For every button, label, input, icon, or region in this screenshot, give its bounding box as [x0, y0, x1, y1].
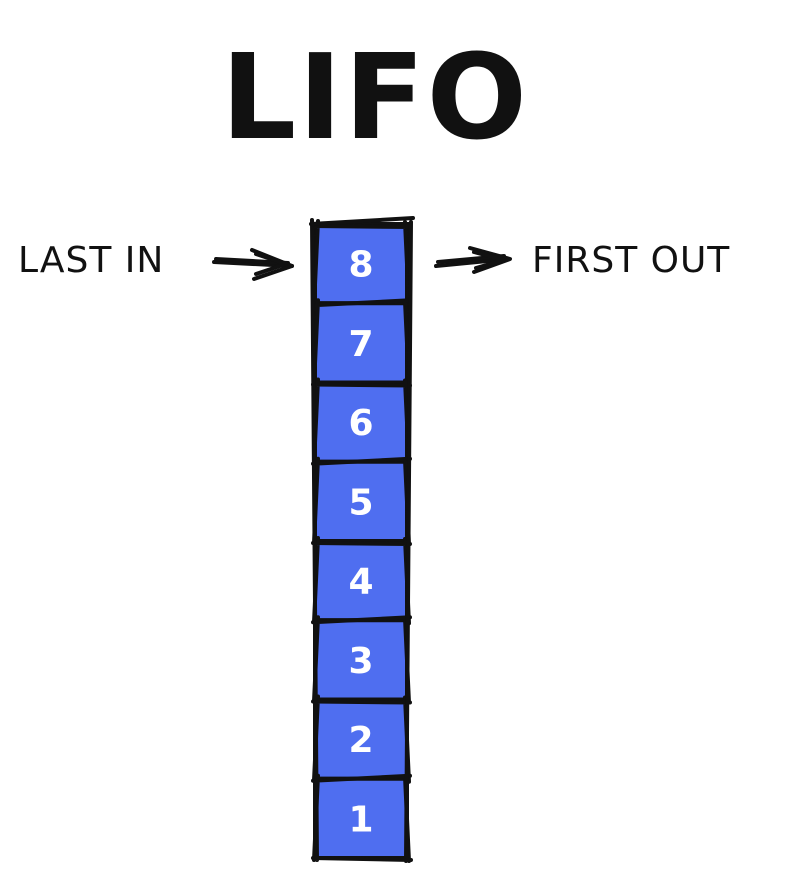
stack-cell: 8 — [311, 219, 412, 309]
sketch-stroke — [311, 219, 412, 309]
first-out-label: FIRST OUT — [532, 240, 730, 281]
diagram-title: LIFO — [221, 28, 529, 166]
stack: 8 7 6 5 4 3 2 1 — [309, 216, 415, 863]
stack-cell-label: 7 — [348, 324, 373, 365]
arrow-right-icon — [212, 248, 294, 281]
stack-cell: 6 — [311, 377, 412, 467]
stack-cell-label: 8 — [348, 245, 373, 286]
stack-cell-label: 6 — [348, 403, 373, 444]
stack-cell: 7 — [311, 298, 412, 388]
stack-cell: 3 — [311, 615, 412, 705]
stack-cell-label: 1 — [348, 799, 373, 840]
stack-cell-label: 5 — [348, 482, 373, 523]
arrow-right-icon — [434, 246, 512, 274]
last-in-label: LAST IN — [18, 240, 164, 281]
stack-cell: 4 — [311, 536, 412, 626]
stack-cell: 1 — [311, 773, 412, 863]
stack-outline — [309, 216, 415, 863]
stack-cell-label: 4 — [348, 562, 373, 603]
stack-cell: 2 — [311, 694, 412, 784]
stack-cell-label: 3 — [348, 641, 373, 682]
stack-cell-label: 2 — [348, 720, 373, 761]
stack-cell: 5 — [311, 456, 412, 546]
